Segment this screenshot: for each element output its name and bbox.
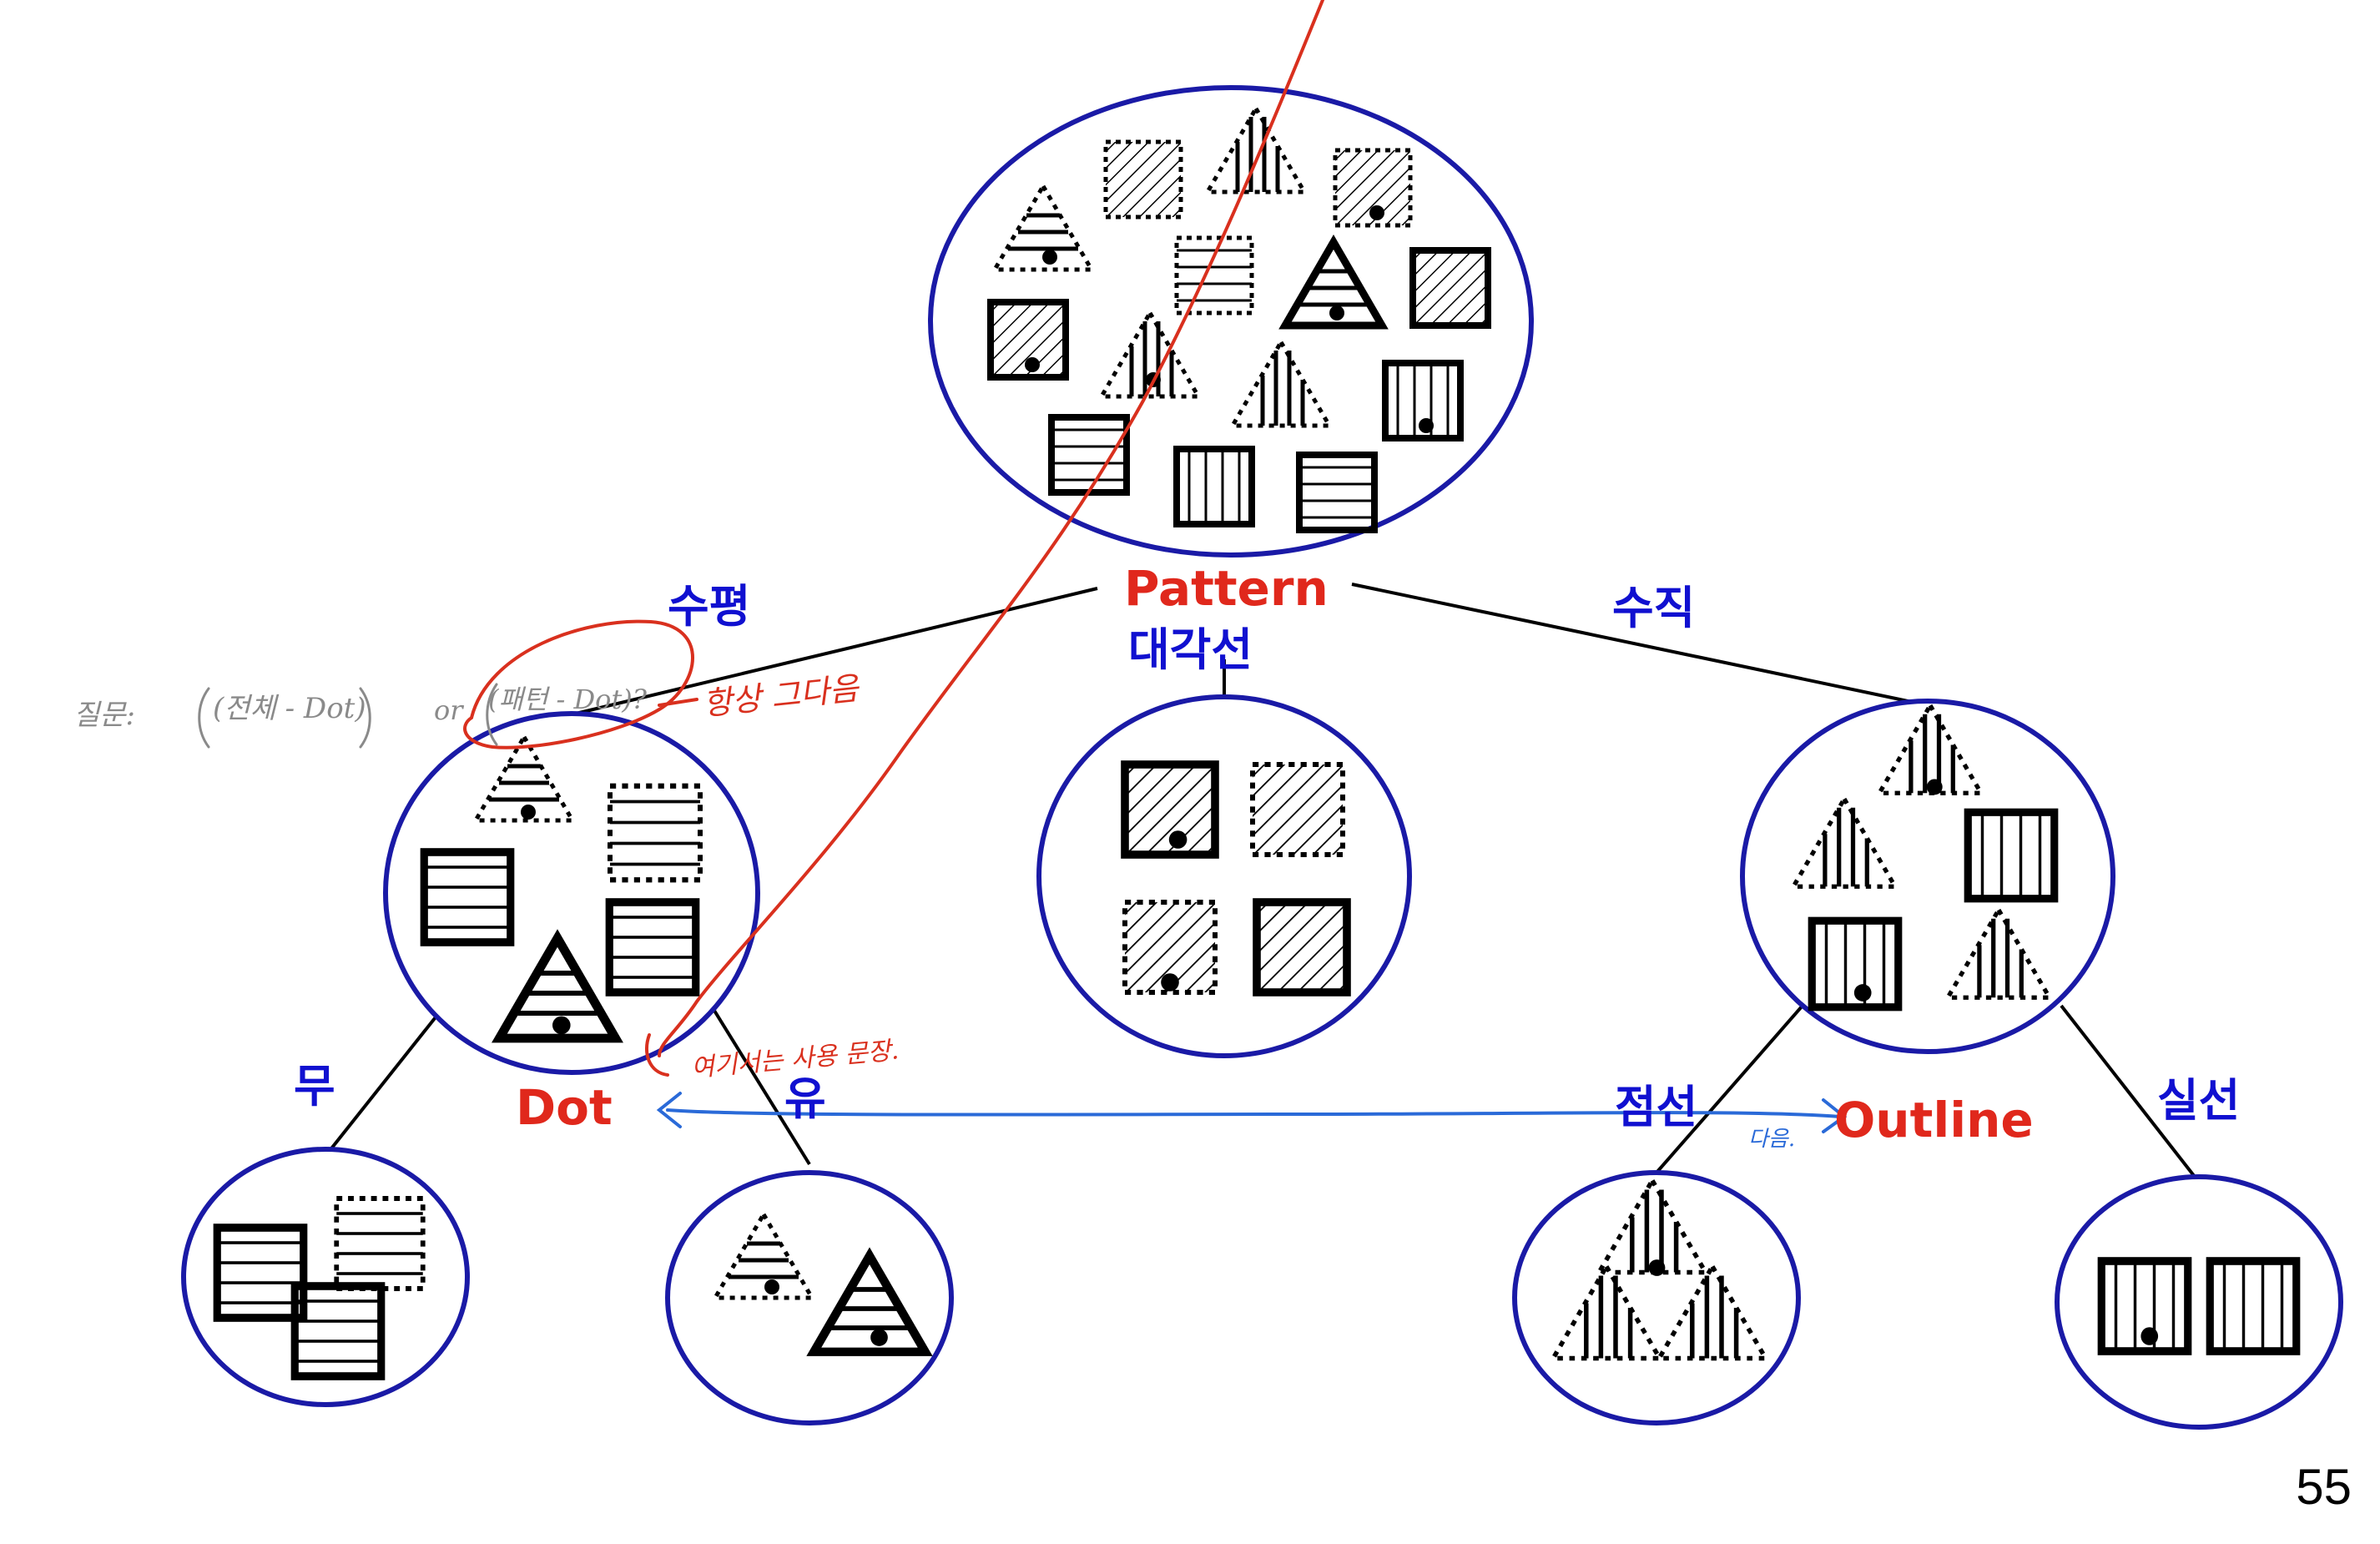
red-long-curve [658,0,1324,1057]
shape-sq-diag-solid [1413,250,1488,325]
edge-outline-solid [2060,1004,2196,1178]
node-outline [1740,699,2115,1054]
blue-arrow-left [656,1092,682,1128]
red-hook [645,1033,669,1077]
shape-sq-horizontal-solid [1299,455,1374,530]
edge-root-outline [1351,583,1929,707]
label-dashed: 점선 [1615,1081,1698,1133]
shape-sq-horizontal-dashed [336,1198,423,1289]
edge-outline-dashed [1655,1004,1804,1174]
blue-arrow-right [1822,1098,1848,1133]
node-dot [383,711,760,1075]
ink-red-strokes [463,0,1324,1077]
shape-sq-horizontal-solid [1051,417,1127,492]
shape-sq-horizontal-dashed [1177,238,1252,313]
shape-sq-vertical-solid [1812,921,1898,1007]
node-root [928,85,1534,558]
note-formula-a: (전체 - Dot) [213,692,366,725]
note-formula-b: (패턴 - Dot)? [488,684,647,715]
label-outline: Outline [1834,1092,2034,1148]
node-has [665,1170,954,1425]
ink-gray-strokes [198,683,498,749]
label-dot: Dot [516,1079,613,1136]
edge-root-dot [575,587,1098,715]
node-solid [2055,1174,2343,1430]
shape-sq-horizontal-solid [217,1228,304,1318]
gray-paren-right-a [359,687,371,749]
shape-sq-diag-solid [1125,764,1215,855]
gray-paren-left-b [486,683,498,746]
shape-sq-diag-solid [991,302,1066,377]
red-circle [463,619,694,749]
label-root-pattern: Pattern [1124,560,1329,617]
edge-dot-has [699,987,811,1166]
node-none [181,1147,470,1407]
label-has: 유 [784,1072,826,1125]
shape-sq-horizontal-solid [295,1286,381,1376]
shape-sq-horizontal-solid [609,902,696,992]
note-question: 질문: [73,699,136,732]
shape-sq-vertical-solid [1177,449,1252,524]
note-next: 다음. [1748,1127,1796,1152]
label-diagonal: 대각선 [1128,623,1253,676]
shape-sq-diag-dashed [1253,764,1343,855]
blue-connector [666,1108,1842,1118]
shape-sq-horizontal-solid [424,852,511,942]
label-horizontal: 수평 [668,580,751,633]
red-arrow-line [658,698,698,707]
shape-sq-diag-dashed [1106,142,1181,217]
shape-sq-vertical-solid [2101,1261,2188,1351]
edge-dot-none [324,1012,440,1158]
shape-sq-vertical-solid [1385,363,1460,438]
label-solid: 실선 [2157,1074,2241,1127]
note-or: or [434,694,463,726]
shape-sq-diag-dashed [1125,902,1215,992]
shape-sq-diag-dashed [1335,150,1410,225]
shape-sq-horizontal-dashed [610,786,700,880]
node-diagonal [1036,694,1412,1058]
tree-edges [324,583,2196,1178]
shape-sq-vertical-solid [2210,1261,2297,1351]
label-none: 무 [294,1060,335,1113]
ink-blue-strokes [656,1092,1848,1133]
shape-sq-diag-solid [1257,902,1347,992]
page-number: 55 [2296,1459,2352,1515]
shape-sq-vertical-solid [1968,812,2055,899]
label-vertical: 수직 [1612,582,1696,634]
node-dashed [1512,1170,1801,1425]
gray-paren-left-a [198,687,210,749]
